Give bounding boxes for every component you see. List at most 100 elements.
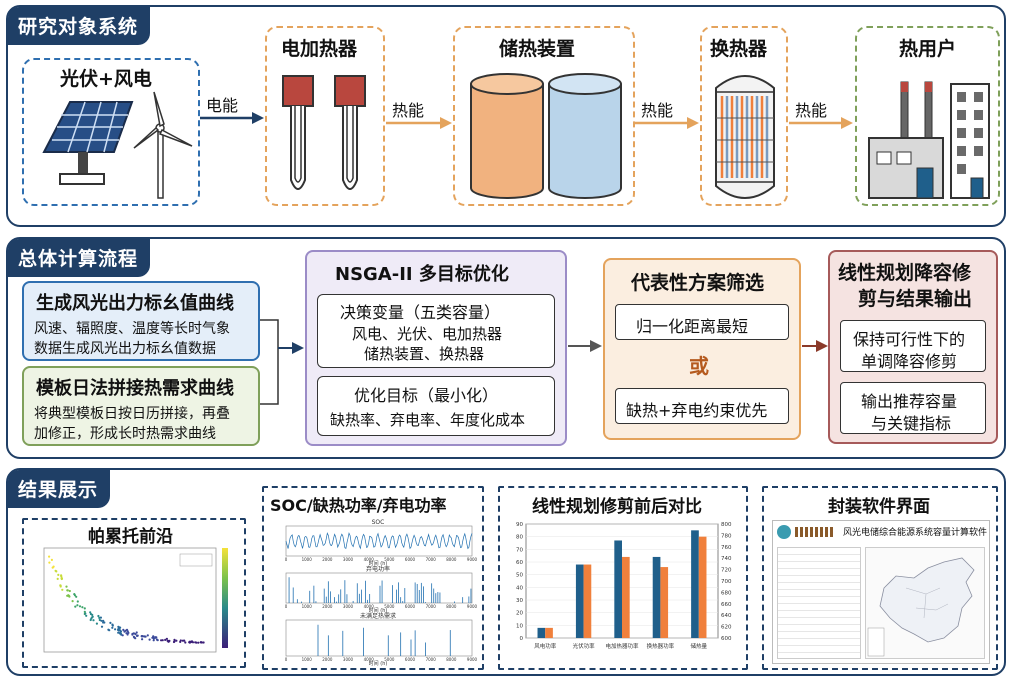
pareto-point (59, 584, 62, 587)
exchanger-icon (715, 75, 775, 199)
objective-box: 优化目标（最小化） 缺热率、弃电率、年度化成本 (317, 376, 555, 436)
bar-ytick-right: 780 (721, 533, 732, 539)
pareto-point (73, 593, 76, 596)
soc-xtick: 1000 (302, 657, 313, 662)
pareto-point (76, 600, 79, 603)
bar-category-label: 风电功率 (534, 642, 557, 650)
lp-box: 线性规划降容修 剪与结果输出 保持可行性下的 单调降容修剪 输出推荐容量 与关键… (828, 250, 998, 444)
rep-title: 代表性方案筛选 (631, 272, 765, 294)
pareto-point (61, 588, 64, 591)
lp-opt1-box: 保持可行性下的 单调降容修剪 (840, 320, 986, 372)
pareto-point (119, 630, 123, 633)
arrow-heat3 (789, 117, 853, 129)
pareto-point (161, 639, 164, 642)
pareto-point (194, 641, 197, 644)
soc-xtick: 9000 (467, 604, 478, 609)
bar-ytick-right: 620 (721, 625, 732, 631)
pareto-point (111, 626, 114, 629)
storage-box: 储热装置 (453, 26, 635, 206)
rep-opt1-box: 归一化距离最短 (615, 304, 789, 340)
heater-icon (282, 75, 366, 190)
soc-xtick: 2000 (322, 657, 333, 662)
bar-ytick-right: 740 (721, 556, 732, 562)
bar (537, 627, 546, 638)
soc-xtick: 8000 (446, 557, 457, 562)
pareto-point (156, 639, 159, 642)
bar-ytick-left: 50 (516, 573, 523, 579)
results-section-title: 结果展示 (8, 470, 111, 508)
curve-desc1: 风速、辐照度、温度等长时气象 (34, 321, 230, 337)
pareto-point (91, 616, 94, 619)
bar-ytick-right: 700 (721, 579, 732, 585)
pareto-point (121, 634, 124, 637)
arrow-to-lp (802, 340, 828, 352)
pareto-point (152, 639, 155, 642)
decision-desc1: 风电、光伏、电加热器 (352, 325, 503, 343)
pareto-point (83, 610, 86, 613)
pareto-point (144, 635, 147, 638)
lp-opt2-box: 输出推荐容量 与关键指标 (840, 382, 986, 434)
pareto-point (188, 641, 191, 644)
soc-panel2-label: 弃电功率 (366, 565, 390, 573)
input-merge-arrow (260, 319, 304, 405)
pareto-point (200, 641, 203, 644)
soc-xtick: 5000 (384, 557, 395, 562)
pareto-point (135, 634, 139, 637)
process-section-title: 总体计算流程 (8, 239, 151, 277)
bar-ytick-left: 10 (516, 623, 523, 629)
software-map-panel (865, 547, 985, 659)
lp-compare-chart: 0102030405060708090600620640660680700720… (516, 522, 732, 650)
bar-ytick-right: 760 (721, 545, 732, 551)
soc-xtick: 3000 (343, 557, 354, 562)
template-desc2: 加修正，形成长时热需求曲线 (34, 426, 216, 442)
objective-desc: 缺热率、弃电率、年度化成本 (330, 411, 526, 429)
pareto-point (92, 619, 95, 622)
pareto-point (78, 605, 82, 608)
pareto-point (173, 640, 176, 643)
soc-axes (285, 619, 473, 657)
pareto-point (60, 577, 63, 580)
lp-title2: 剪与结果输出 (858, 288, 973, 310)
pareto-point (89, 611, 92, 614)
bar-category-label: 换热器功率 (647, 642, 675, 650)
pareto-point (190, 640, 194, 643)
pareto-point (160, 639, 163, 642)
bar-category-label: 储热量 (691, 642, 708, 650)
pareto-point (131, 633, 134, 636)
pareto-point (100, 619, 103, 622)
arrow-electric (200, 112, 264, 124)
soc-xtick: 2000 (322, 604, 333, 609)
pareto-point (122, 628, 125, 631)
rep-opt2: 缺热+弃电约束优先 (626, 401, 768, 420)
pareto-point (167, 640, 170, 643)
bar-ytick-left: 70 (516, 547, 523, 553)
pareto-point (140, 635, 144, 638)
soc-axes (285, 572, 473, 604)
pareto-point (55, 570, 58, 573)
lp-opt2a: 输出推荐容量 (861, 392, 958, 411)
pareto-point (48, 555, 51, 558)
pareto-point (114, 628, 117, 631)
pareto-point (155, 636, 158, 639)
soc-xtick: 0 (285, 604, 288, 609)
pareto-point (50, 558, 53, 561)
bar-ytick-right: 720 (721, 568, 732, 574)
bar (583, 564, 592, 638)
pareto-title: 帕累托前沿 (88, 527, 173, 547)
pareto-point (146, 634, 149, 637)
pareto-point (135, 631, 138, 634)
bar-ytick-left: 0 (520, 636, 524, 642)
pareto-point (202, 641, 205, 644)
pareto-point (83, 607, 86, 610)
soc-title: SOC/缺热功率/弃电功率 (270, 496, 447, 515)
pareto-point (52, 565, 55, 568)
bar-ytick-right: 640 (721, 613, 732, 619)
arrow-heat2 (635, 117, 699, 129)
soc-xtick: 3000 (343, 657, 354, 662)
soc-xtick: 7000 (426, 657, 437, 662)
soc-xtick: 6000 (405, 604, 416, 609)
bar-ytick-left: 90 (516, 522, 523, 528)
lp-opt1a: 保持可行性下的 (853, 330, 966, 349)
bar-category-label: 光伏功率 (573, 642, 596, 650)
pareto-point (89, 618, 92, 622)
